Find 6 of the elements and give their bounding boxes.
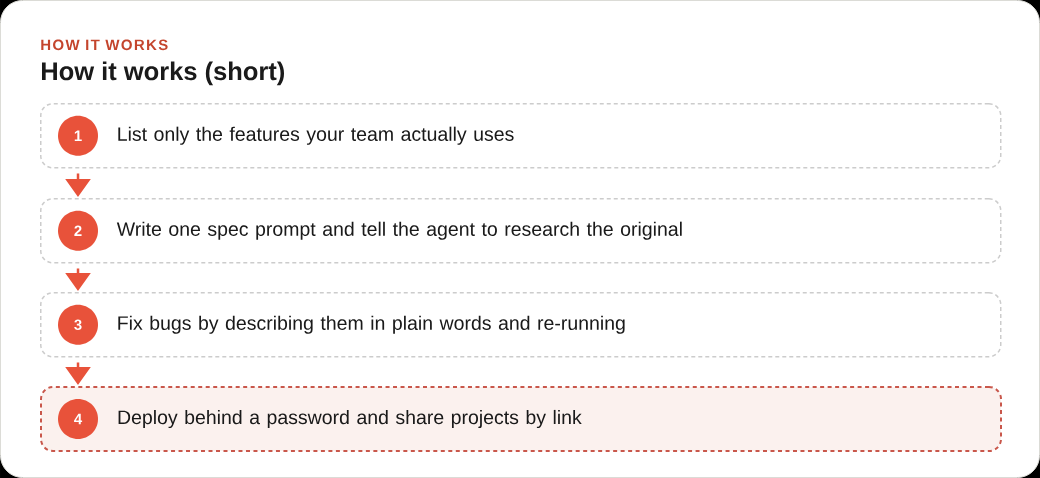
number-badge: 2 (58, 210, 98, 251)
number-badge: 4 (58, 399, 98, 439)
number-badge: 1 (58, 115, 98, 156)
number-badge: 3 (58, 304, 98, 345)
eyebrow-label: HOW IT WORKS (41, 39, 168, 51)
heading: How it works (short) (42, 61, 284, 86)
